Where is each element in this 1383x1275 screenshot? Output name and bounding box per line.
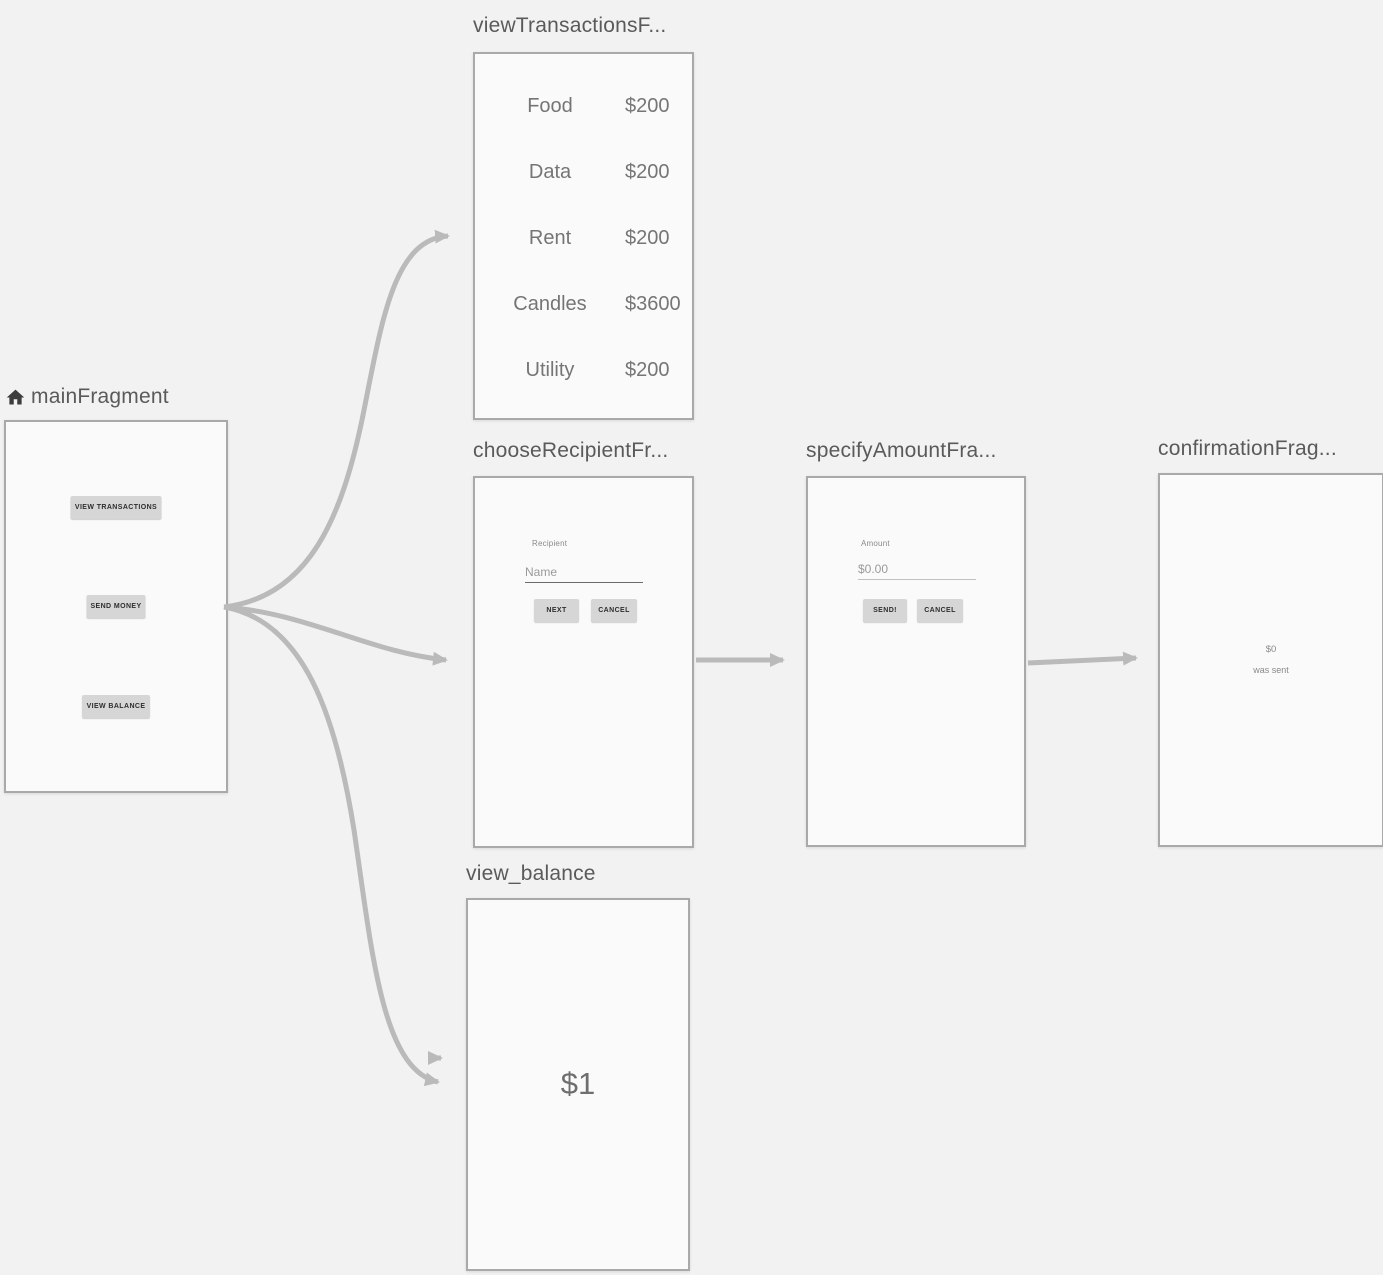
transaction-row: Food $200 (475, 73, 692, 139)
fragment-title-view-balance: view_balance (466, 862, 596, 885)
transaction-label: Utility (525, 358, 575, 381)
action-arrow-main-to-choose-recipient[interactable] (223, 604, 448, 666)
transaction-amount: $200 (625, 226, 670, 249)
transaction-label: Data (528, 160, 572, 183)
fragment-header-view-balance[interactable]: view_balance (466, 862, 596, 886)
fragment-card-confirmation[interactable]: $0 was sent (1158, 473, 1383, 847)
transaction-amount: $200 (625, 358, 670, 381)
recipient-input-underline (525, 582, 643, 583)
confirmation-amount-text: $0 (1265, 644, 1277, 655)
action-arrow-specify-amount-to-confirmation[interactable] (1027, 651, 1138, 666)
fragment-card-main[interactable]: VIEW TRANSACTIONS SEND MONEY VIEW BALANC… (4, 420, 228, 793)
recipient-field-label: Recipient (532, 539, 568, 548)
fragment-header-main[interactable]: mainFragment (5, 385, 169, 409)
amount-input[interactable]: $0.00 (858, 562, 889, 576)
transaction-label: Food (527, 94, 573, 117)
fragment-header-specify-amount[interactable]: specifyAmountFra... (806, 439, 997, 463)
fragment-title-choose-recipient: chooseRecipientFr... (473, 439, 669, 462)
view-transactions-button[interactable]: VIEW TRANSACTIONS (70, 496, 162, 519)
fragment-title-view-transactions: viewTransactionsF... (473, 14, 667, 37)
send-button[interactable]: SEND! (863, 599, 907, 622)
transaction-amount: $200 (625, 160, 670, 183)
fragment-header-view-transactions[interactable]: viewTransactionsF... (473, 14, 666, 38)
recipient-name-input[interactable]: Name (525, 565, 558, 579)
action-arrow-main-to-view-transactions[interactable] (223, 229, 450, 610)
send-money-button[interactable]: SEND MONEY (86, 595, 146, 618)
transaction-amount: $3600 (625, 292, 681, 315)
fragment-card-specify-amount[interactable]: Amount $0.00 SEND! CANCEL (806, 476, 1026, 847)
fragment-card-view-transactions[interactable]: Food $200 Data $200 Rent $200 Candles $3… (473, 52, 694, 420)
amount-input-underline (858, 579, 976, 580)
fragment-header-confirmation[interactable]: confirmationFrag... (1158, 437, 1337, 461)
balance-amount-text: $1 (560, 1066, 596, 1101)
transactions-list: Food $200 Data $200 Rent $200 Candles $3… (475, 73, 692, 403)
transaction-row: Candles $3600 (475, 271, 692, 337)
confirmation-message-text: was sent (1253, 665, 1289, 675)
transaction-amount: $200 (625, 94, 670, 117)
fragment-header-choose-recipient[interactable]: chooseRecipientFr... (473, 439, 668, 463)
cancel-button[interactable]: CANCEL (591, 599, 637, 622)
next-button[interactable]: NEXT (534, 599, 579, 622)
transaction-row: Rent $200 (475, 205, 692, 271)
transaction-label: Candles (513, 292, 587, 315)
transaction-row: Utility $200 (475, 337, 692, 403)
fragment-title-confirmation: confirmationFrag... (1158, 437, 1337, 460)
home-icon (5, 387, 26, 408)
view-balance-button[interactable]: VIEW BALANCE (82, 695, 150, 718)
fragment-title-specify-amount: specifyAmountFra... (806, 439, 997, 462)
cancel-button[interactable]: CANCEL (917, 599, 963, 622)
fragment-card-view-balance[interactable]: $1 (466, 898, 690, 1271)
amount-field-label: Amount (861, 539, 890, 548)
action-arrow-main-to-view-balance[interactable] (223, 604, 440, 1087)
fragment-title-main: mainFragment (31, 385, 169, 408)
fragment-card-choose-recipient[interactable]: Recipient Name NEXT CANCEL (473, 476, 694, 848)
transaction-label: Rent (528, 226, 572, 249)
transaction-row: Data $200 (475, 139, 692, 205)
